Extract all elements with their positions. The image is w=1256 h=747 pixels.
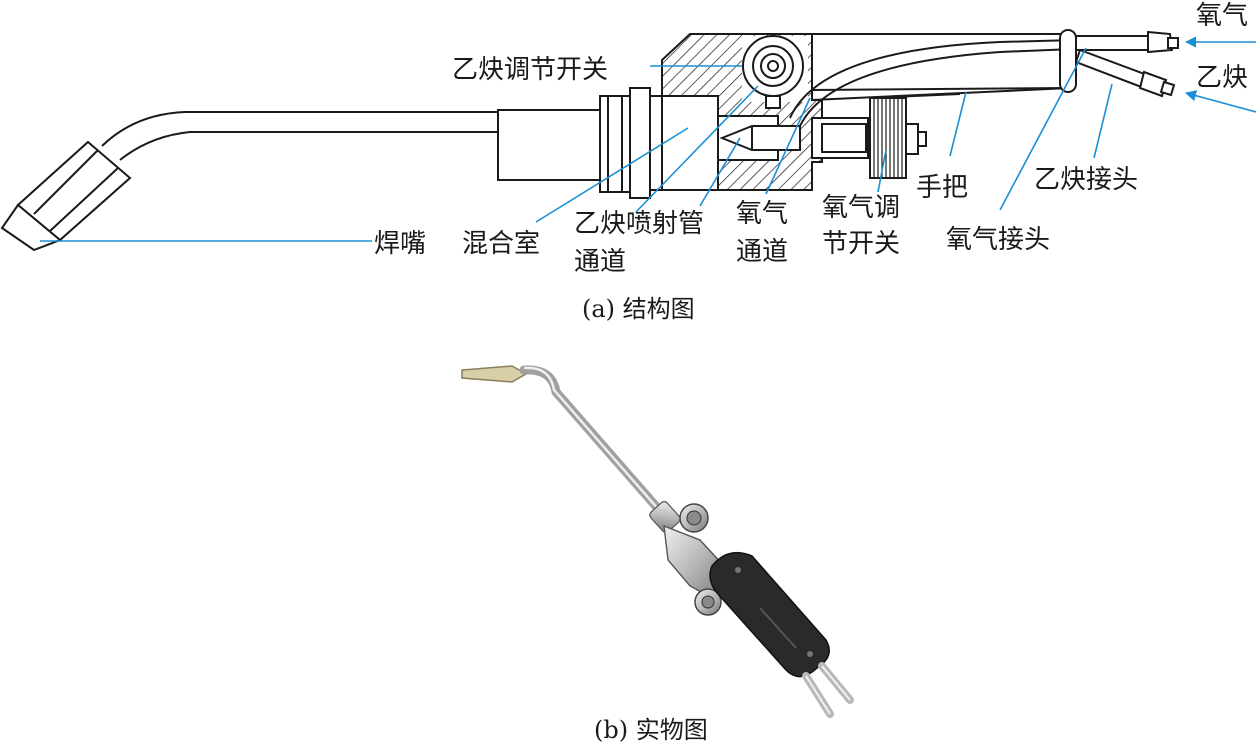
- acetylene-inlet-arrow: [1184, 90, 1256, 113]
- label-oxygen-channel: 氧气: [736, 199, 788, 229]
- label-oxygen-inlet: 氧气: [1196, 1, 1248, 31]
- caption-structure: (a) 结构图: [582, 295, 695, 323]
- label-oxygen-valve-line2: 节开关: [822, 229, 900, 259]
- injector-nozzle: [719, 125, 801, 151]
- coupling-nut: [629, 87, 651, 199]
- label-handle: 手把: [916, 173, 968, 203]
- label-mixing-chamber: 混合室: [462, 229, 540, 259]
- photo-tip: [461, 365, 528, 383]
- caption-photo: (b) 实物图: [594, 716, 708, 744]
- label-welding-tip: 焊嘴: [374, 229, 426, 259]
- label-acetylene-inlet: 乙炔: [1196, 63, 1248, 93]
- torch-photo-illustration: (b) 实物图: [461, 365, 854, 744]
- torch-neck-tube: [101, 111, 498, 161]
- barrel-sleeve: [497, 109, 601, 181]
- label-oxygen-connector: 氧气接头: [946, 225, 1050, 255]
- handle-outline: [811, 33, 1071, 101]
- photo-acetylene-knob: [679, 503, 709, 533]
- label-injector-line2: 通道: [574, 247, 626, 277]
- oxygen-connector: [1075, 30, 1179, 54]
- label-oxygen-channel-line2: 通道: [736, 237, 788, 267]
- mixing-chamber-cavity: [661, 95, 719, 191]
- photo-handle: [709, 551, 830, 678]
- structure-drawing: 乙炔调节开关 氧气 乙炔 手把 乙炔接头 氧气接头 焊嘴 混合室 乙炔喷射管 通…: [0, 1, 1256, 323]
- label-injector: 乙炔喷射管: [574, 209, 704, 239]
- oxygen-valve-knob: [869, 97, 907, 179]
- label-acetylene-valve: 乙炔调节开关: [452, 55, 608, 85]
- photo-oxygen-knob: [694, 588, 722, 616]
- welding-tip: [0, 140, 132, 252]
- acetylene-connector: [1074, 48, 1176, 98]
- oxygen-tube: [789, 37, 1149, 127]
- label-acetylene-connector: 乙炔接头: [1034, 165, 1138, 195]
- label-oxygen-valve: 氧气调: [822, 193, 900, 223]
